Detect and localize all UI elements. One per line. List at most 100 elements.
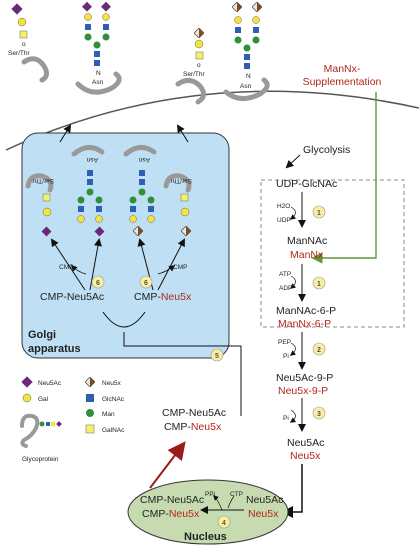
top-glycoprotein-3: o Ser/Thr <box>175 28 206 105</box>
step-2 <box>312 342 326 356</box>
label-asn-golgi-b: Asn <box>138 156 150 163</box>
legend-glycoprotein: Glycoprotein <box>22 456 59 463</box>
pi-label: Pi <box>283 353 289 360</box>
svg-text:N: N <box>96 70 101 77</box>
step-5 <box>210 348 224 362</box>
svg-text:CMP-Neu5x: CMP-Neu5x <box>164 421 222 433</box>
glycolysis-arrow <box>285 154 301 169</box>
legend-man: Man <box>102 411 115 418</box>
step-6-left <box>91 275 105 289</box>
pep-label: PEP <box>278 339 291 346</box>
golgi-label-line1: Golgi <box>28 329 56 341</box>
svg-text:1: 1 <box>317 210 321 217</box>
mannx-6-p: ManNx-6-P <box>278 318 331 330</box>
svg-text:N: N <box>246 73 251 80</box>
mannac-6-p: ManNAc-6-P <box>276 305 336 317</box>
atp-label: ATP <box>279 271 291 278</box>
legend-neu5x: Neu5x <box>102 380 122 387</box>
legend-gal: Gal <box>38 396 49 403</box>
golgi-cmp-left: CMP <box>59 264 73 271</box>
legend-man-swatch <box>86 409 94 417</box>
mannx: ManNx <box>290 249 324 261</box>
label-asn-top2: Asn <box>240 83 252 90</box>
nucleus-neu5ac: Neu5Ac <box>246 494 283 506</box>
nucleus-neu5x: Neu5x <box>248 508 279 520</box>
neu5x: Neu5x <box>290 450 321 462</box>
svg-text:o: o <box>197 62 201 69</box>
supplementation-line2: Supplementation <box>303 76 382 88</box>
golgi-cmp-neu5ac: CMP-Neu5Ac <box>40 291 104 303</box>
svg-text:4: 4 <box>222 520 226 527</box>
nucleus-cmp-neu5x: Neu5x <box>169 508 200 520</box>
label-asn-golgi-a: Asn <box>86 156 98 163</box>
legend-neu5ac: Neu5Ac <box>38 380 62 387</box>
ppi-label: PPi <box>205 491 215 498</box>
glycolysis-label: Glycolysis <box>303 144 350 156</box>
neu5x-9-p: Neu5x-9-P <box>278 385 328 397</box>
legend-glcnac: GlcNAc <box>102 396 125 403</box>
neu5ac-terminus-2 <box>94 226 105 237</box>
golgi-cmp-neu5x: Neu5x <box>161 291 192 303</box>
adp-label: ADP <box>279 285 292 292</box>
step-3 <box>312 406 326 420</box>
label-ser-thr-top1: Ser/Thr <box>8 50 31 57</box>
legend-neu5ac-swatch <box>21 376 33 388</box>
ctp-label: CTP <box>230 491 243 498</box>
golgi-transport-line <box>123 332 242 416</box>
legend-galnac: GalNAc <box>102 427 125 434</box>
mannac: ManNAc <box>287 235 327 247</box>
golgi-glycoprotein-c: Asn <box>123 145 157 223</box>
golgi-glycoprotein-b: Asn <box>71 145 105 223</box>
svg-text:6: 6 <box>96 280 100 287</box>
nucleus-cmp-neu5ac: CMP-Neu5Ac <box>140 494 204 506</box>
cytosol-cmp-neu5x: Neu5x <box>191 421 222 433</box>
golgi-label-line2: apparatus <box>28 343 81 355</box>
label-ser-thr-golgi-b: Ser/Thr <box>169 177 192 184</box>
step-6-right <box>139 275 153 289</box>
udp-label: UDP <box>277 217 291 224</box>
pathway-dashed-box <box>260 179 405 328</box>
golgi-cmp-prefix: CMP- <box>134 291 161 303</box>
supplementation-line1: ManNx- <box>324 63 361 75</box>
legend-gal-swatch <box>22 393 32 403</box>
legend-neu5x-swatch <box>85 377 95 387</box>
legend: Neu5Ac Gal Neu5x GlcNAc Man GalNAc Glyco… <box>20 376 125 463</box>
golgi-cmp-right: CMP <box>173 264 187 271</box>
svg-text:3: 3 <box>317 411 321 418</box>
top-glycoprotein-1: o Ser/Thr <box>8 3 50 83</box>
svg-text:CMP-Neu5x: CMP-Neu5x <box>142 508 200 520</box>
golgi-apparatus <box>21 132 230 359</box>
golgi-export-arrow-1 <box>59 124 72 143</box>
nucleus <box>127 479 289 545</box>
cell-membrane <box>5 90 419 151</box>
label-ser-thr-golgi-a: Ser/Thr <box>31 177 54 184</box>
top-glycoprotein-2: N Asn <box>75 1 122 95</box>
golgi-glycoprotein-d: Ser/Thr <box>163 173 192 217</box>
nucleus-export-arrow <box>149 441 186 489</box>
h2o-label: H2O <box>277 203 290 210</box>
label-ser-thr-top2: Ser/Thr <box>183 71 206 78</box>
top-glycoprotein-4: N Asn <box>223 2 270 101</box>
supplementation-arrow <box>311 92 377 264</box>
svg-text:6: 6 <box>144 280 148 287</box>
golgi-export-arrow-2 <box>176 124 189 143</box>
svg-text:o: o <box>22 41 26 48</box>
label-asn-top1: Asn <box>92 79 104 86</box>
step-1 <box>312 205 326 219</box>
pi2-label: Pi <box>283 415 289 422</box>
step-1b <box>312 276 326 290</box>
svg-text:CMP-Neu5x: CMP-Neu5x <box>134 291 192 303</box>
legend-glcnac-swatch <box>86 394 94 402</box>
nucleus-label: Nucleus <box>184 531 227 543</box>
udp-glcnac: UDP-GlcNAc <box>276 178 337 190</box>
neu5ac-9-p: Neu5Ac-9-P <box>276 372 333 384</box>
neu5ac-terminus-1 <box>41 226 52 237</box>
step-4 <box>217 515 231 529</box>
svg-text:2: 2 <box>317 347 321 354</box>
legend-glycoprotein-icon <box>20 413 40 448</box>
golgi-glycoprotein-a: Ser/Thr <box>25 173 54 217</box>
neu5ac: Neu5Ac <box>287 437 324 449</box>
cytosol-cmp-neu5ac: CMP-Neu5Ac <box>162 407 226 419</box>
